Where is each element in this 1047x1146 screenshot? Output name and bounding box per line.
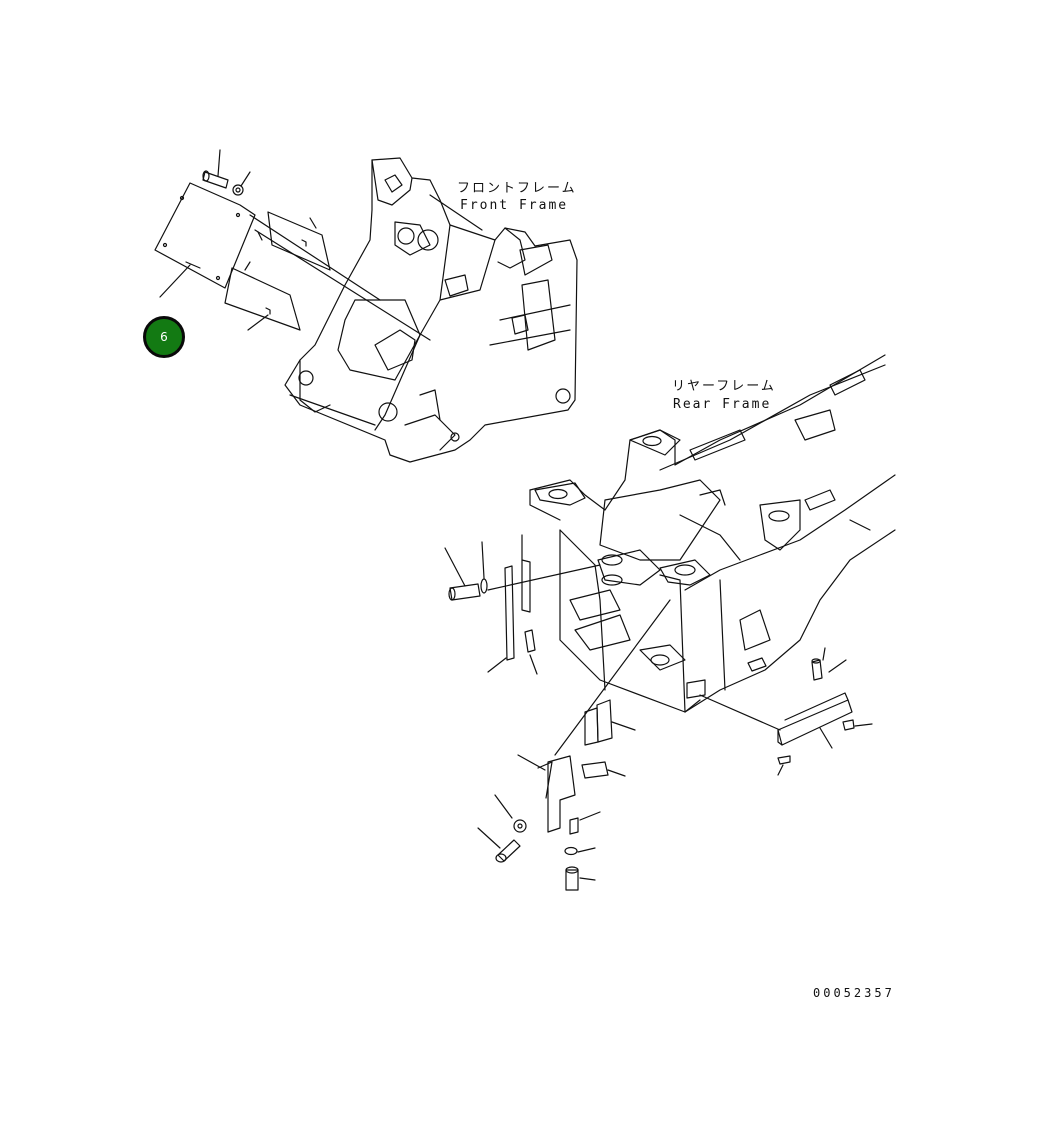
front-bolt	[202, 149, 229, 189]
front-frame-label-en: Front Frame	[460, 198, 569, 213]
front-shims	[224, 211, 331, 331]
rear-bracket	[517, 599, 671, 835]
rear-frame-label-jp: リヤーフレーム	[672, 379, 776, 394]
front-leader-line	[249, 214, 381, 301]
front-leader-line-2	[254, 229, 431, 341]
rear-washer-lower	[494, 794, 527, 833]
rear-bolt-lower	[565, 866, 596, 891]
rear-frame-label-en: Rear Frame	[673, 397, 772, 412]
front-cover-plate	[154, 182, 256, 298]
rear-frame-drawing	[529, 354, 896, 713]
callout-number: 6	[160, 330, 168, 344]
front-frame-label-jp: フロントフレーム	[457, 181, 577, 196]
drawing-number: 00052357	[813, 986, 895, 1000]
rear-plate-pieces	[581, 699, 636, 779]
rear-washer-small	[564, 846, 596, 856]
front-washer	[232, 171, 251, 196]
rear-shims-left	[487, 534, 601, 675]
rear-bolt-left	[444, 547, 481, 601]
rear-bolt-lower-left	[477, 827, 521, 863]
rear-side-block	[699, 692, 853, 749]
callout-marker[interactable]: 6	[143, 316, 185, 358]
rear-small-nut	[777, 719, 873, 776]
front-frame-drawing	[284, 157, 578, 463]
rear-pin	[811, 647, 847, 681]
rear-washer-left	[480, 541, 488, 594]
